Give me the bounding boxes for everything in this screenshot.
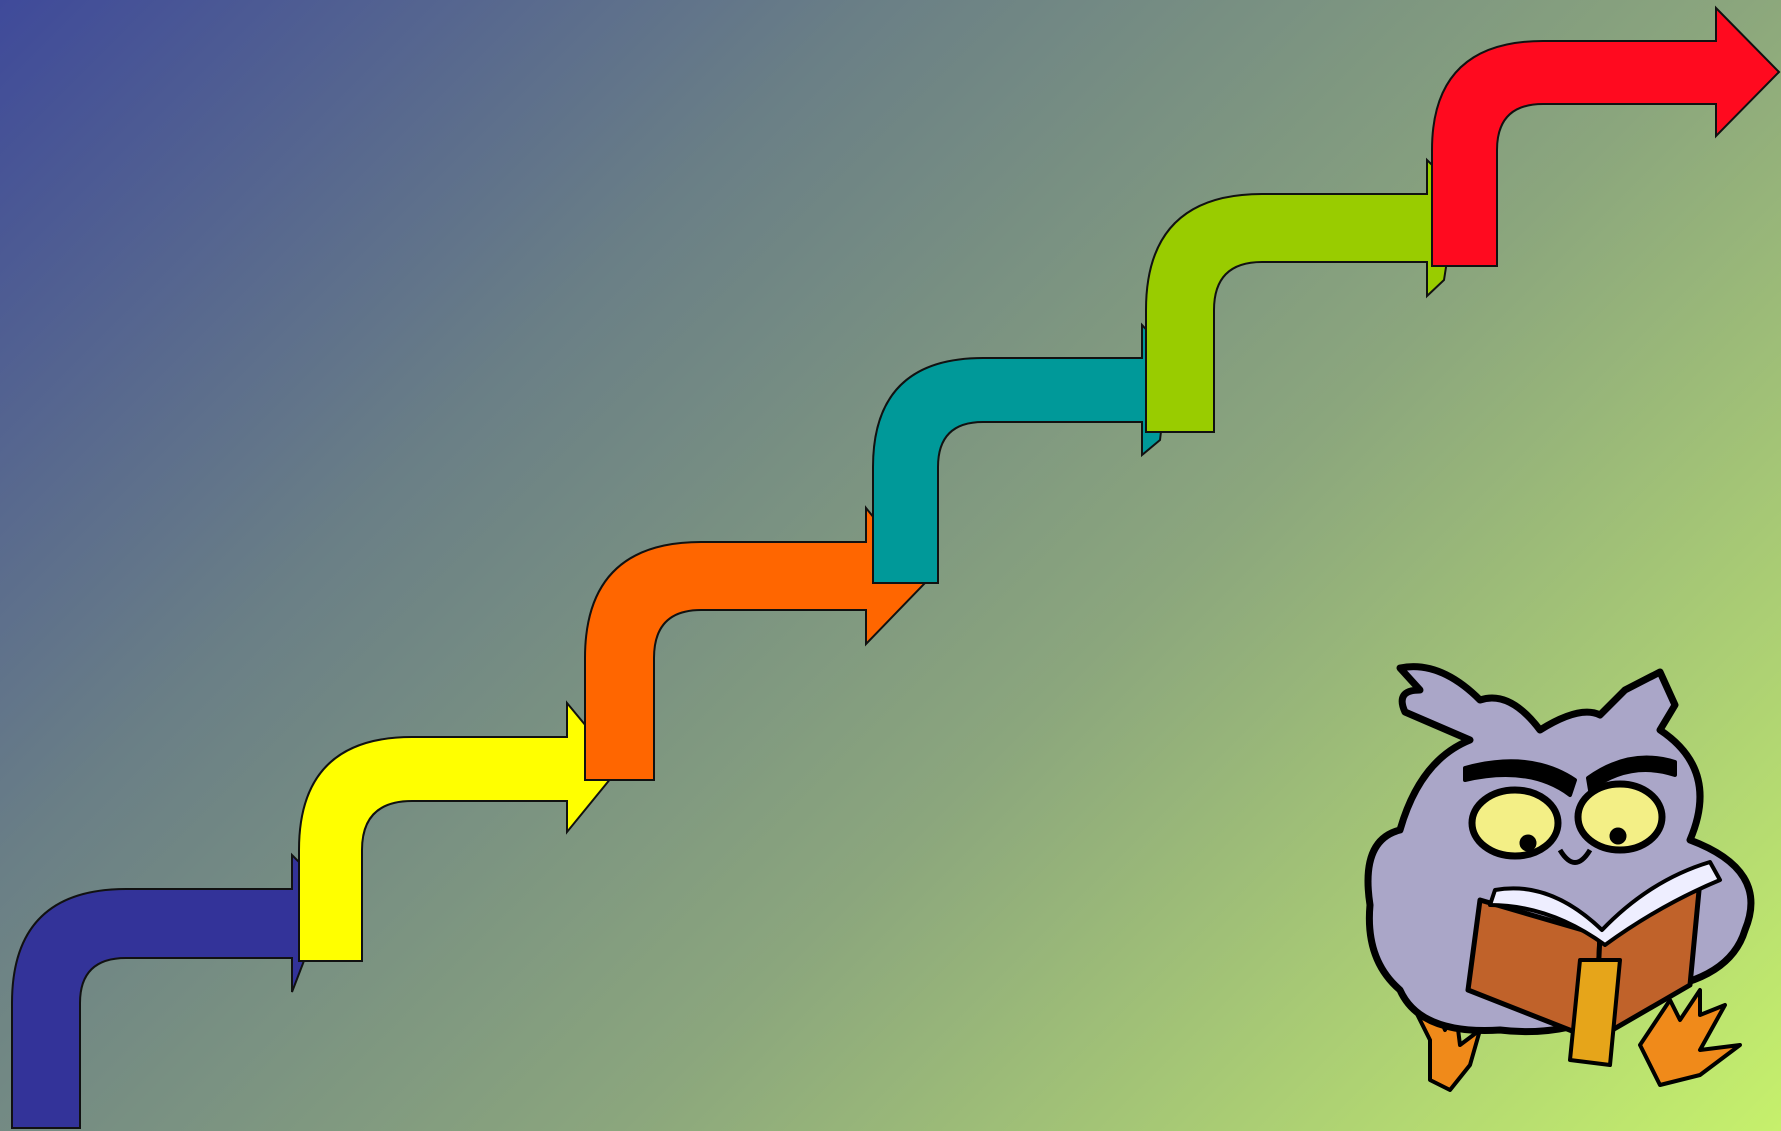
reading-owl-icon [1368, 667, 1751, 1090]
step-5-arrow [1146, 160, 1458, 432]
step-4-arrow [873, 325, 1170, 583]
step-2-arrow [299, 703, 620, 961]
step-6-arrow [1432, 8, 1779, 266]
step-1-arrow [12, 855, 330, 1128]
